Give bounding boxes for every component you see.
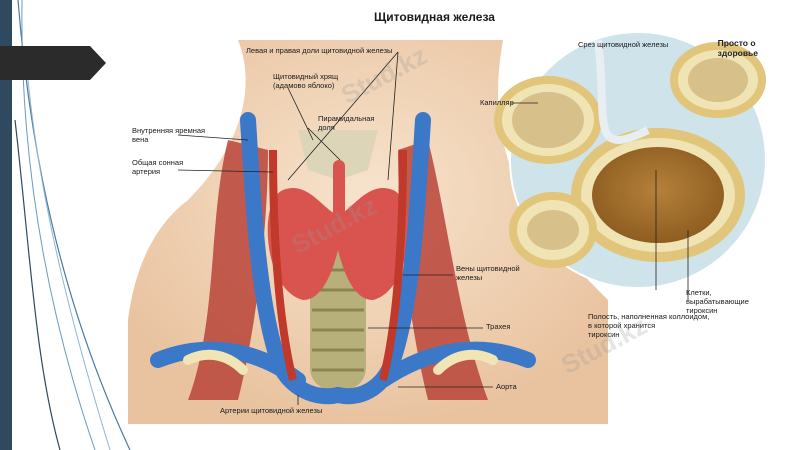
label-lobes: Левая и правая доли щитовидной железы (246, 46, 393, 55)
anatomy-drawing (128, 31, 767, 424)
brand-logo-text: Просто о здоровье (717, 38, 758, 58)
thyroid-illustration: Щитовидная железа Левая и правая доли щи… (128, 0, 768, 424)
left-accent-band (0, 0, 12, 450)
label-cavity: Полость, наполненная коллоидом, в которо… (588, 312, 710, 339)
label-arteries: Артерии щитовидной железы (220, 406, 323, 415)
label-aorta: Аорта (496, 382, 517, 391)
label-section: Срез щитовидной железы (578, 40, 669, 49)
label-jugular: Внутренняя яремная вена (132, 126, 206, 144)
label-carotid: Общая сонная артерия (132, 158, 184, 176)
arrow-tab (0, 46, 106, 80)
label-veins: Вены щитовидной железы (456, 264, 520, 282)
figure-title: Щитовидная железа (374, 10, 495, 24)
label-trachea: Трахея (486, 322, 511, 331)
label-cartilage: Щитовидный хрящ (адамово яблоко) (273, 72, 339, 90)
label-capillary: Капилляр (480, 98, 514, 107)
label-cells: Клетки, вырабатывающие тироксин (686, 288, 749, 315)
label-pyramidal: Пирамидальная доля (318, 114, 375, 132)
